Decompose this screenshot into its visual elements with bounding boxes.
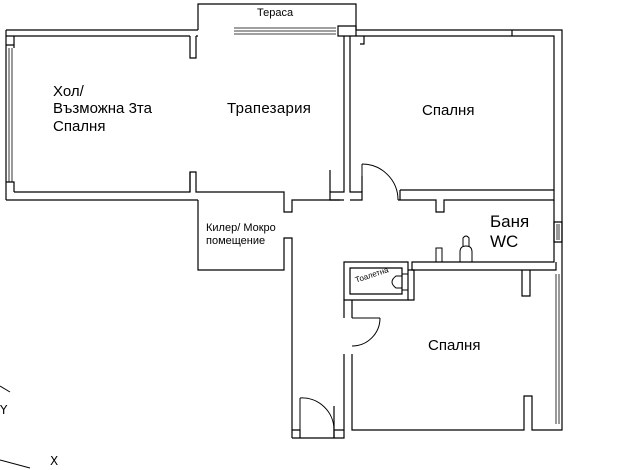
- label-bathroom: Баня WC: [490, 212, 530, 251]
- terrace-outline: [197, 3, 357, 30]
- label-terrace: Тераса: [257, 7, 294, 19]
- door-entrance: [299, 397, 335, 431]
- left-wall: [5, 30, 15, 200]
- terrace-window: [234, 27, 336, 35]
- label-storage: Килер/ Мокро помещение: [206, 222, 276, 247]
- bath-sink-icon: [459, 235, 473, 262]
- toilet-divider: [408, 269, 415, 301]
- label-dining: Трапезария: [227, 100, 312, 117]
- hall-bottom-wall: [6, 171, 340, 213]
- left-window: [5, 44, 15, 185]
- label-hall: Хол/ Възможна 3та Спалня: [53, 83, 152, 135]
- bath-right-wall: [411, 200, 563, 271]
- right-bedroom-window: [555, 274, 563, 424]
- right-small-window: [553, 221, 563, 243]
- top-wall-right: [337, 25, 563, 210]
- bedroom-bottom-inner: [521, 270, 531, 297]
- door-toilet: [351, 317, 381, 347]
- label-bedroom-bottom: Спалня: [428, 337, 481, 354]
- storage-room-walls: [197, 200, 293, 438]
- door-bedroom-top: [361, 163, 399, 201]
- top-wall-marks: [360, 30, 513, 45]
- bottom-wall: [292, 429, 344, 439]
- label-bedroom-top: Спалня: [422, 102, 475, 119]
- axis-y-label: Y: [0, 403, 8, 417]
- toilet-icon: [391, 273, 409, 291]
- dining-bedroom-partition: [329, 36, 363, 201]
- axis-lines: [0, 385, 31, 469]
- bedroom-bottom-walls: [334, 270, 563, 439]
- bath-fixture-small: [435, 247, 443, 262]
- top-wall-left: [6, 29, 198, 59]
- bedroom-top-bottom-wall: [398, 190, 555, 213]
- axis-x-label: X: [50, 454, 59, 468]
- small-pillars: [329, 170, 363, 192]
